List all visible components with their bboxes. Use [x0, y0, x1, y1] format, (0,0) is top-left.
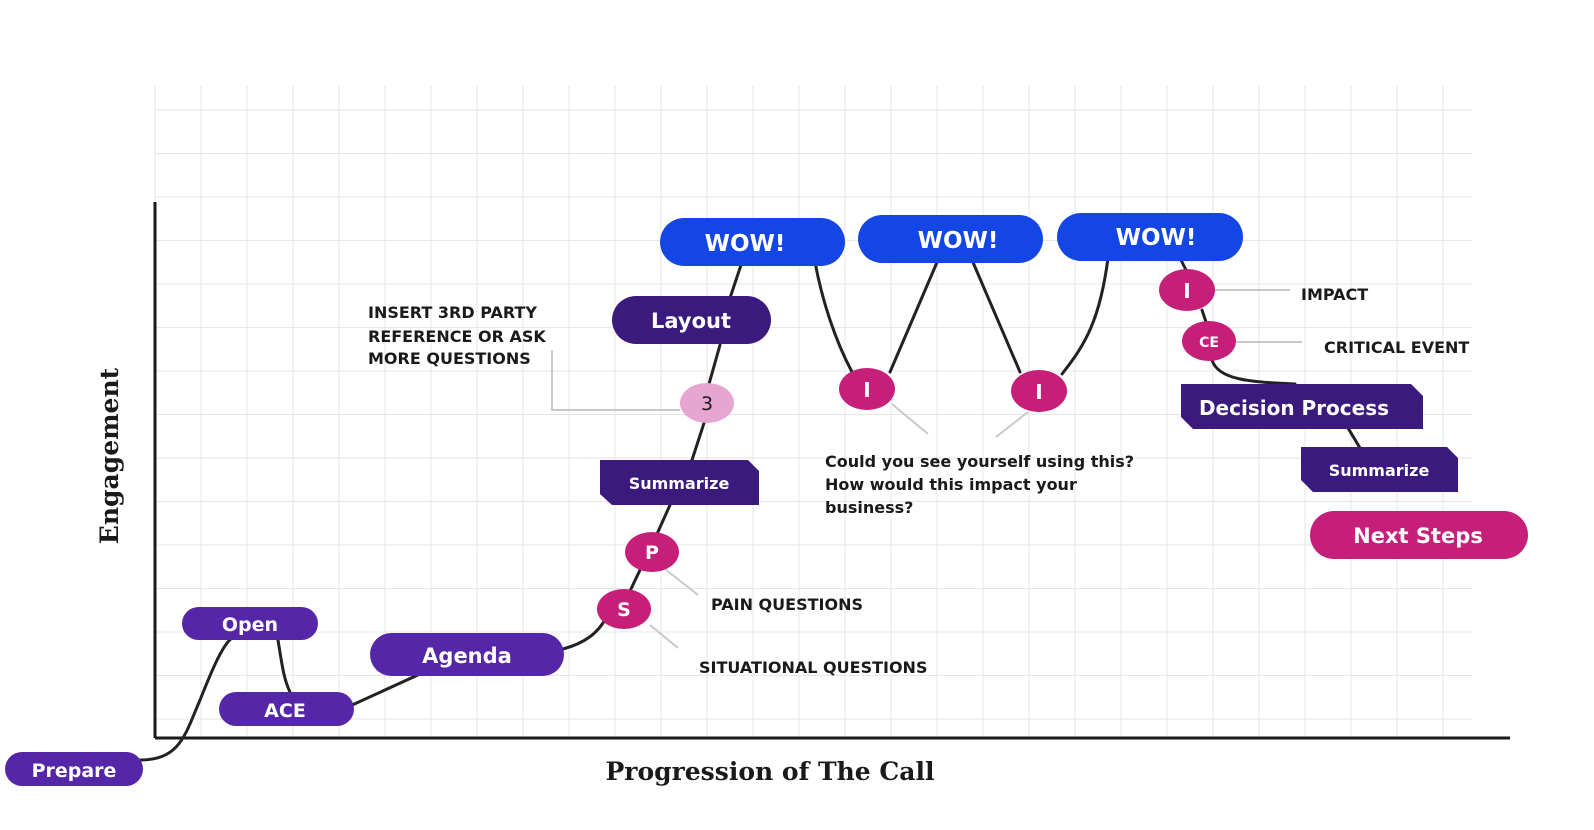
connector-summarize-3 — [690, 418, 707, 462]
marker-three-label: 3 — [701, 393, 713, 415]
marker-ce-label: CE — [1199, 335, 1219, 351]
marker-i-2-label: I — [1035, 380, 1042, 404]
leader-i1 — [891, 403, 929, 435]
leader-situational — [649, 624, 679, 649]
stage-decision-process-label: Decision Process — [1199, 396, 1389, 420]
marker-i-1: I — [839, 368, 895, 410]
connector-ace-agenda — [348, 672, 422, 708]
stage-decision-process: Decision Process — [1181, 384, 1423, 429]
marker-three: 3 — [680, 383, 734, 423]
connector-ce-decision — [1210, 358, 1297, 386]
stage-wow-1-label: WOW! — [705, 231, 786, 257]
note-pain-questions: PAIN QUESTIONS — [711, 595, 863, 614]
connector-layout-wow1 — [728, 260, 744, 300]
connector-open-ace — [276, 638, 292, 694]
connector-i1-wow2 — [888, 258, 940, 374]
note-impact-questions-line-2: How would this impact your — [825, 475, 1077, 494]
connector-s-p — [628, 568, 642, 593]
y-axis-title: Engagement — [95, 367, 124, 544]
marker-i-2: I — [1011, 370, 1067, 412]
leader-lines — [551, 289, 1302, 649]
connector-prepare-open — [138, 636, 234, 762]
leader-third-party — [551, 350, 680, 411]
stage-layout-label: Layout — [651, 309, 731, 333]
stage-prepare-label: Prepare — [32, 760, 117, 782]
x-axis-title: Progression of The Call — [605, 757, 934, 786]
stage-ace-label: ACE — [264, 700, 306, 722]
note-third-party-line-3: MORE QUESTIONS — [368, 349, 531, 368]
stage-agenda-label: Agenda — [422, 644, 512, 668]
stage-wow-3: WOW! — [1057, 213, 1243, 261]
leader-i2 — [995, 411, 1029, 438]
marker-s-label: S — [617, 599, 631, 621]
note-third-party-line-1: INSERT 3RD PARTY — [368, 303, 537, 322]
stage-open-label: Open — [222, 614, 278, 636]
stage-agenda: Agenda — [370, 633, 564, 676]
stage-wow-1: WOW! — [660, 218, 845, 266]
connector-wow1-i1 — [813, 260, 854, 374]
marker-i-1-label: I — [863, 378, 870, 402]
stage-summarize-2: Summarize — [1301, 447, 1458, 492]
stage-layout: Layout — [612, 296, 771, 344]
marker-ce: CE — [1182, 321, 1236, 361]
marker-s: S — [597, 589, 651, 629]
note-situational-questions: SITUATIONAL QUESTIONS — [699, 658, 927, 677]
stage-next-steps-label: Next Steps — [1353, 524, 1483, 548]
connector-p-summarize — [655, 503, 672, 536]
stage-open: Open — [182, 607, 318, 640]
note-impact: IMPACT — [1301, 285, 1368, 304]
connector-decision-summarize — [1346, 426, 1362, 450]
note-critical-event: CRITICAL EVENT — [1324, 338, 1469, 357]
stage-summarize-1-label: Summarize — [629, 474, 730, 493]
connector-3-layout — [707, 343, 722, 386]
stage-wow-2: WOW! — [858, 215, 1043, 263]
stage-wow-3-label: WOW! — [1116, 225, 1197, 251]
marker-i-3-label: I — [1183, 279, 1190, 303]
note-third-party-line-2: REFERENCE OR ASK — [368, 327, 546, 346]
connector-wow2-i2 — [970, 258, 1022, 374]
note-impact-questions-line-1: Could you see yourself using this? — [825, 452, 1134, 471]
connector-i3-ce — [1200, 308, 1208, 324]
stage-ace: ACE — [219, 692, 354, 726]
note-impact-questions-line-3: business? — [825, 498, 913, 517]
marker-p-label: P — [645, 542, 659, 564]
marker-i-3: I — [1159, 269, 1215, 311]
marker-p: P — [625, 532, 679, 572]
stage-next-steps: Next Steps — [1310, 511, 1528, 559]
stage-summarize-1: Summarize — [600, 460, 759, 505]
stage-summarize-2-label: Summarize — [1329, 461, 1430, 480]
engagement-curve — [138, 256, 1362, 762]
connector-i2-wow3 — [1060, 256, 1110, 376]
stage-prepare: Prepare — [5, 752, 143, 786]
stage-wow-2-label: WOW! — [918, 228, 999, 254]
leader-pain — [659, 564, 699, 596]
